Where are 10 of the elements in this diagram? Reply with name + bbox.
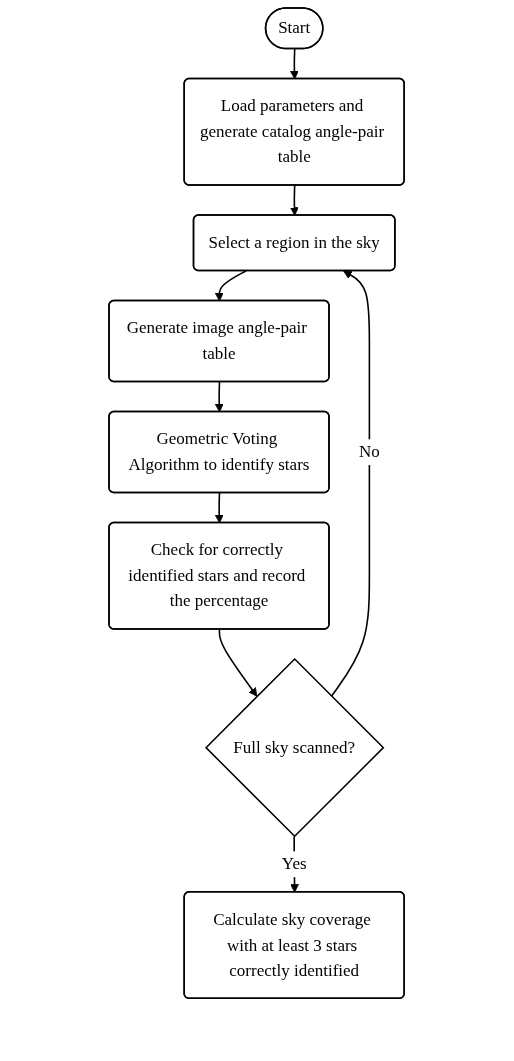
arrow bbox=[290, 48, 300, 80]
node-diamond: Full sky scanned? bbox=[205, 657, 385, 838]
arrow bbox=[215, 492, 225, 524]
arrow bbox=[215, 381, 225, 413]
edge-label: Yes bbox=[282, 854, 307, 874]
edge-label: No bbox=[359, 442, 381, 462]
arrow bbox=[331, 270, 371, 698]
arrow bbox=[215, 270, 248, 302]
arrow bbox=[219, 628, 258, 697]
arrow bbox=[290, 184, 300, 216]
